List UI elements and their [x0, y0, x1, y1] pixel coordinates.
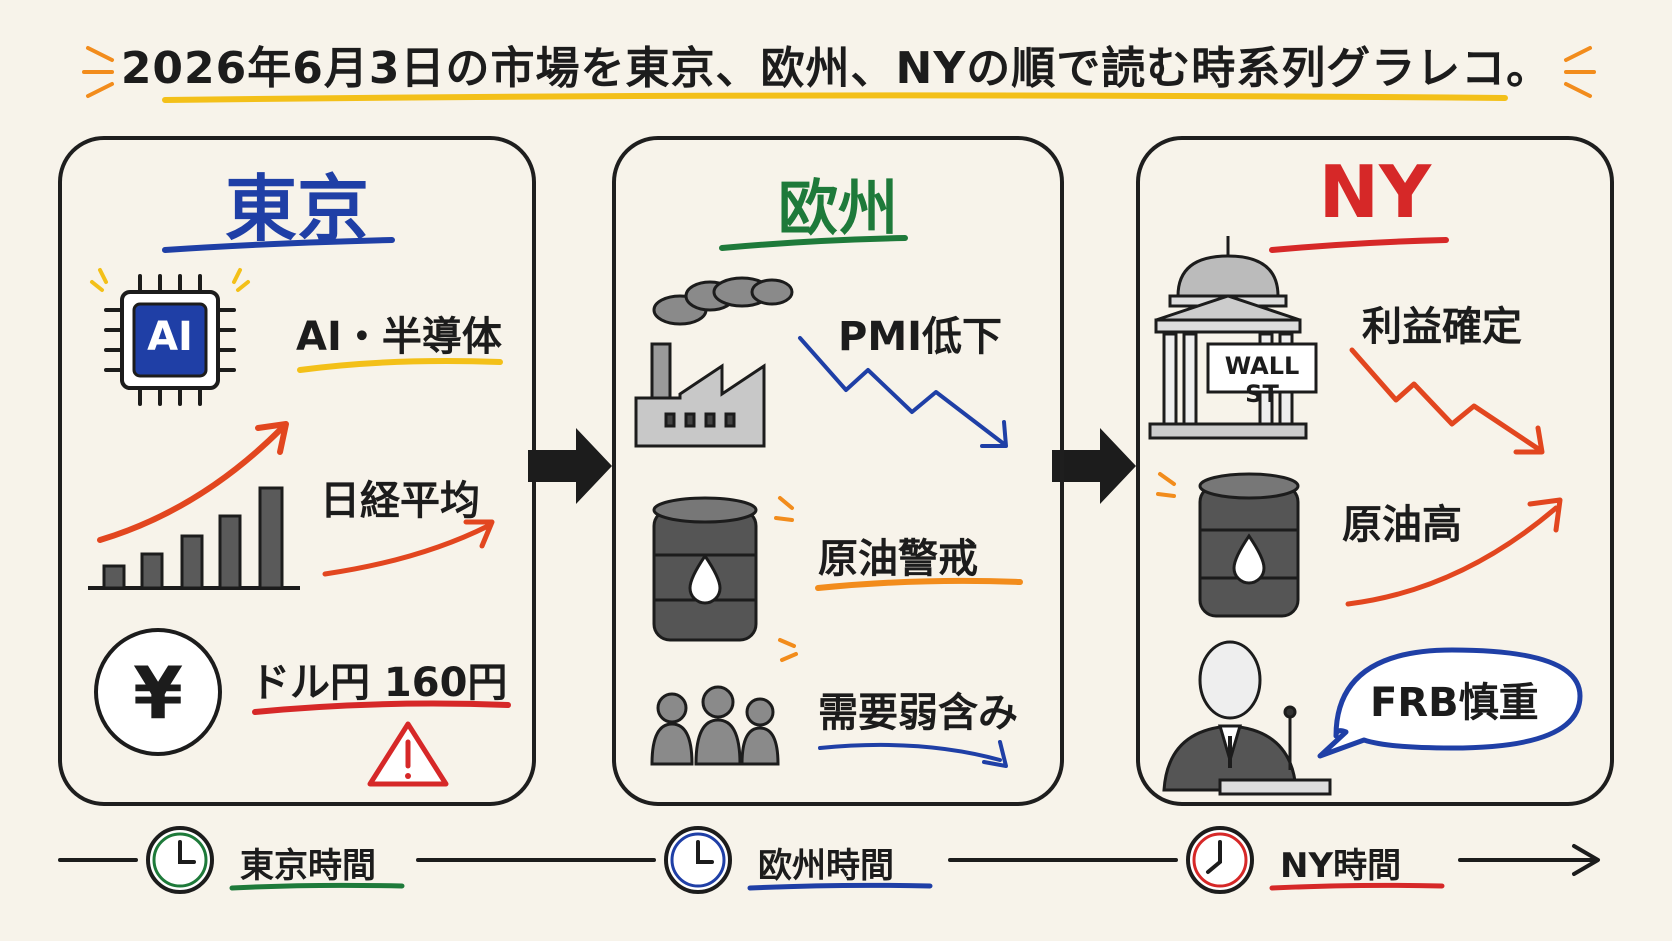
tokyo-item-usdjpy: ドル円 160円: [250, 660, 508, 706]
yen-coin-icon: ¥: [94, 628, 222, 756]
tokyo-item-ai: AI・半導体: [296, 314, 502, 360]
oil-barrel-icon: [652, 496, 758, 642]
europe-item-pmi: PMI低下: [838, 314, 1003, 360]
speaker-icon: [1162, 640, 1332, 796]
page-title: 2026年6月3日の市場を東京、欧州、NYの順で読む時系列グラレコ。: [120, 43, 1552, 94]
timeline-label-europe: 欧州時間: [758, 846, 894, 886]
ny-item-oil-high: 原油高: [1342, 502, 1462, 548]
clock-icon: [146, 826, 214, 894]
ny-item-frb-cautious: FRB慎重: [1370, 680, 1539, 726]
warning-icon: [367, 721, 449, 787]
ai-chip-icon: [90, 268, 250, 406]
ny-panel: [1136, 136, 1614, 806]
factory-icon: [634, 276, 794, 448]
timeline-label-tokyo: 東京時間: [240, 846, 376, 886]
europe-item-demand: 需要弱含み: [818, 690, 1018, 736]
oil-barrel-icon: [1198, 472, 1300, 618]
clock-icon: [1186, 826, 1254, 894]
rising-bar-chart-icon: [88, 486, 300, 590]
ai-chip-label: AI: [147, 314, 193, 360]
europe-title: 欧州: [778, 174, 898, 244]
speech-bubble-icon: [1317, 647, 1583, 759]
tokyo-item-nikkei: 日経平均: [320, 478, 480, 524]
flow-arrow-icon: [528, 428, 612, 504]
wall-street-sign: WALL ST: [1224, 352, 1300, 408]
europe-item-oil: 原油警戒: [818, 536, 978, 582]
wall-street-building-icon: [1148, 236, 1318, 440]
timeline-label-ny: NY時間: [1280, 846, 1402, 886]
ny-title: NY: [1318, 150, 1432, 234]
flow-arrow-icon: [1052, 428, 1136, 504]
clock-icon: [664, 826, 732, 894]
tokyo-title: 東京: [224, 167, 369, 251]
ny-item-profit-taking: 利益確定: [1362, 304, 1522, 350]
europe-panel: [612, 136, 1064, 806]
people-icon: [650, 685, 780, 766]
svg-text:¥: ¥: [133, 651, 183, 735]
